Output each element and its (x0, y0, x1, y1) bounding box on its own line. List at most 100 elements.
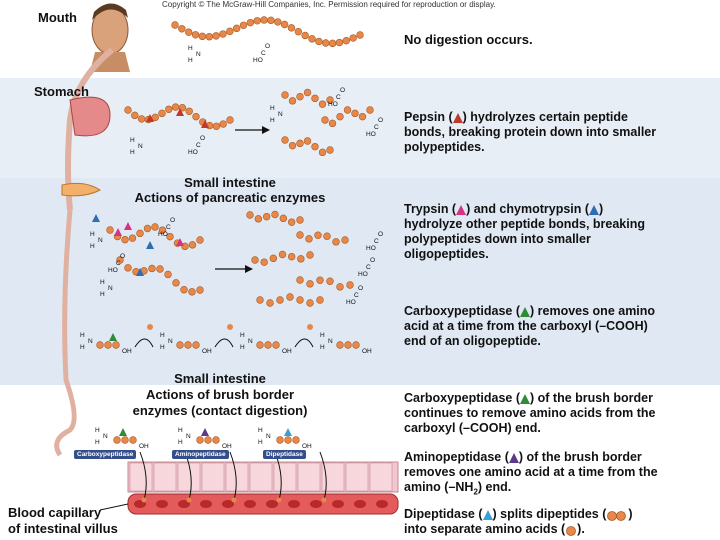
bb-b-0 (196, 436, 204, 444)
panc-nterm-a-h1: H (90, 231, 95, 238)
panc-frag-e-3 (286, 293, 294, 301)
panc-frag-d-3 (326, 277, 334, 285)
stomach-protein-d-1 (288, 141, 297, 150)
stomach-protein-b-1 (288, 97, 297, 105)
panc-frag-b-5 (341, 236, 349, 244)
panc-cterm-a-ho: HO (158, 231, 168, 238)
mouth-protein-14 (267, 16, 275, 25)
pancreas-band (0, 178, 720, 385)
epithelial-cell-7 (297, 462, 321, 492)
bb-c-nterm-n: N (266, 433, 271, 440)
stomach-protein-c-0 (321, 116, 329, 124)
seq-a-nterm-h1: H (80, 332, 85, 339)
bb-a-nterm-h2: H (95, 439, 100, 446)
carboxypeptidase-label: Carboxypeptidase (74, 450, 137, 459)
panc-protein-a-3 (128, 234, 137, 242)
abs-a-aa (141, 497, 147, 503)
stomach-protein-c-3 (343, 106, 352, 114)
pancreatic-enzymes-title: Actions of pancreatic enzymes (134, 190, 326, 205)
stomach-protein-a-0 (124, 106, 132, 114)
panc-frag-b-4 (332, 238, 340, 246)
panc-frag-c-4 (287, 252, 296, 261)
aminopeptidase-triangle-icon (508, 452, 519, 463)
panc-frag-d-0 (296, 276, 304, 284)
mouth-protein-17 (287, 24, 296, 32)
panc-nterm-a-h2: H (90, 243, 95, 250)
panc-cterm-c-o: O (378, 231, 383, 238)
mouth-protein-9 (232, 24, 241, 33)
pepsin-description: Pepsin () hydrolyzes certain peptide bon… (404, 110, 657, 154)
panc-frag-a-6 (296, 216, 304, 224)
red-blood-cell-4 (222, 500, 234, 508)
dipeptidase-description: Dipeptidase () splits dipeptides () into… (404, 507, 633, 536)
mouth-protein-5 (205, 32, 213, 41)
red-blood-cell-2 (178, 500, 190, 508)
dipeptide-icon (606, 510, 628, 521)
carboxypeptidase-brush-description: Carboxypeptidase () of the brush border … (404, 391, 656, 435)
panc-protein-a-12 (196, 236, 204, 244)
panc-protein-b-4 (148, 264, 156, 273)
blood-capillary-label-1: Blood capillary (8, 505, 102, 520)
seq-c-nterm-h1: H (240, 332, 245, 339)
stomach-protein-a-9 (185, 107, 193, 115)
mouth-protein-24 (335, 38, 344, 47)
stomach-protein-d-6 (326, 146, 334, 154)
panc-frag-a-3 (271, 210, 279, 219)
panc-frag-e-4 (296, 296, 304, 304)
red-blood-cell-8 (310, 500, 322, 508)
mouth-protein-11 (246, 18, 255, 27)
panc-protein-a-6 (151, 223, 159, 231)
abs-e (319, 451, 327, 501)
seq-b-oh: OH (202, 348, 212, 355)
panc-cterm-d-ho: HO (358, 271, 368, 278)
stomach-protein-a-13 (212, 122, 221, 130)
dipeptidase-triangle-icon (482, 509, 493, 520)
abs-d-aa (276, 497, 282, 503)
mouth-cterm-c: C (261, 50, 266, 57)
mouth-protein-19 (301, 31, 309, 40)
red-blood-cell-10 (354, 500, 366, 508)
bb-b-1 (204, 436, 212, 444)
red-blood-cell-6 (266, 500, 278, 508)
stomach-protein-a-14 (219, 120, 227, 128)
panc-protein-a-2 (121, 235, 129, 244)
bb-a-2 (129, 436, 137, 444)
chymo-mark-1 (146, 241, 154, 249)
seq-b-2 (192, 341, 200, 349)
mouth-protein-8 (226, 27, 234, 36)
bb-b-oh: OH (222, 443, 232, 450)
stomach-nterm-b-n: N (278, 111, 283, 118)
mouth-nterm-n: N (196, 51, 201, 58)
mouth-protein-13 (260, 16, 268, 24)
bb-c-2 (292, 436, 300, 444)
mouth-protein-26 (349, 34, 357, 42)
dipeptidase-label: Dipeptidase (263, 450, 306, 459)
panc-cterm-b-c: C (116, 260, 121, 267)
stomach-protein-d-0 (281, 136, 289, 144)
stomach-protein-a-15 (226, 116, 234, 124)
dipep-mark-bb (284, 428, 292, 436)
seq-b-0 (176, 341, 184, 349)
bb-c-nterm-h2: H (258, 439, 263, 446)
seq-b-1 (184, 341, 192, 349)
panc-protein-b-7 (172, 279, 180, 287)
epithelial-cell-2 (177, 462, 201, 492)
panc-protein-a-7 (158, 226, 167, 234)
freed-aa-3 (307, 324, 313, 330)
panc-frag-a-2 (262, 212, 271, 221)
stomach-protein-b-4 (311, 94, 319, 103)
panc-cterm-b-o: O (120, 253, 125, 260)
pepsin-mark-3 (201, 120, 209, 128)
panc-frag-b-3 (323, 232, 331, 240)
stomach-band (0, 78, 720, 178)
bb-c-nterm-h1: H (258, 427, 263, 434)
freed-aa-2 (227, 324, 233, 330)
stomach-protein-d-3 (303, 137, 312, 145)
trypsin-mark-1 (114, 228, 122, 236)
panc-frag-a-0 (246, 211, 254, 219)
panc-protein-b-9 (188, 288, 196, 296)
seq-d-0 (336, 341, 344, 349)
capillary-pointer (99, 503, 129, 511)
stomach-nterm-b-h1: H (270, 105, 275, 112)
bb-a-nterm-n: N (103, 433, 108, 440)
